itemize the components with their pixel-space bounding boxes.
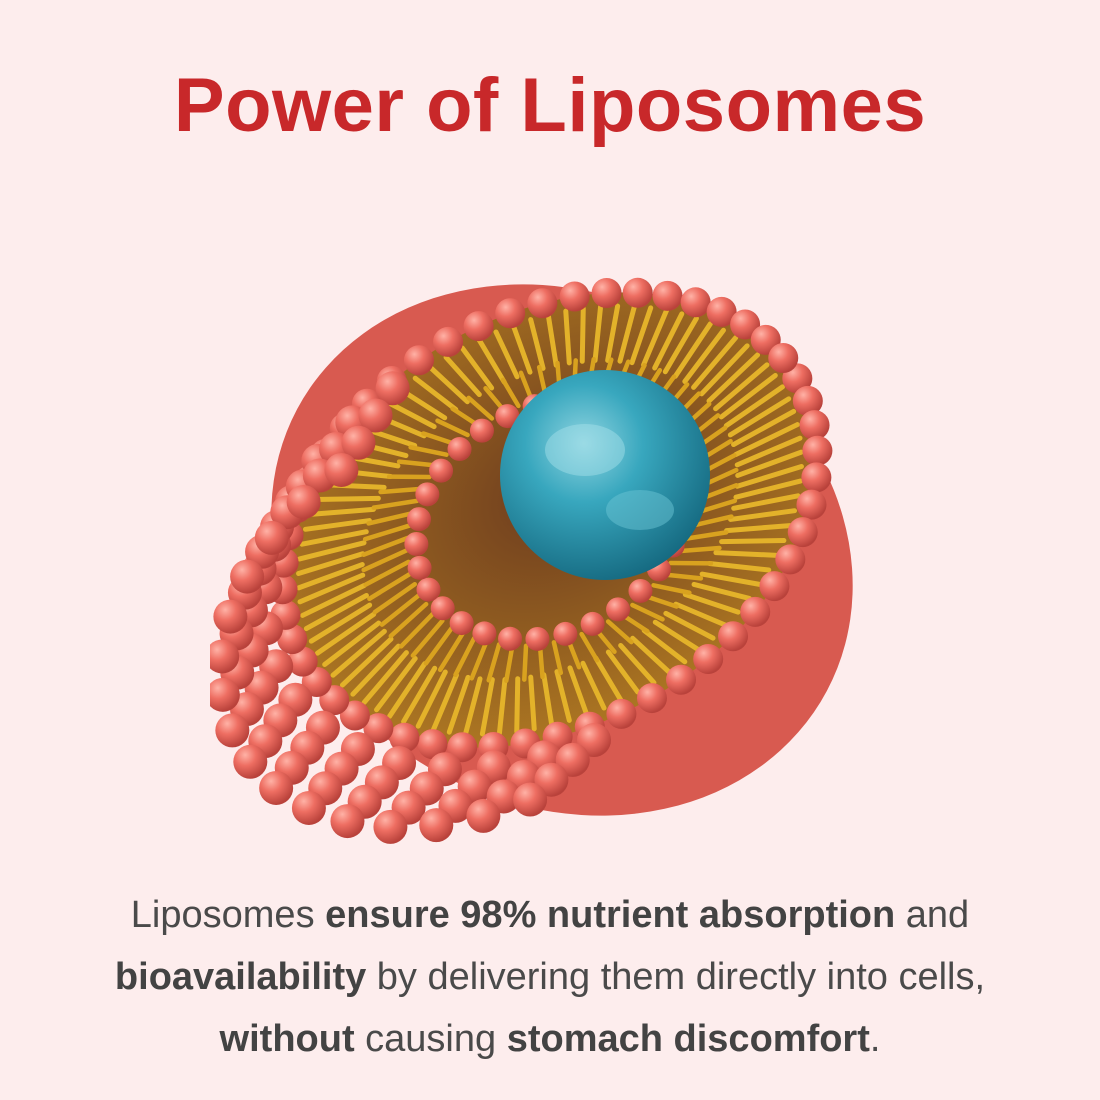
liposome-cross-section-icon [210, 277, 853, 844]
caption-text-3: by delivering them directly into cells, [366, 956, 986, 998]
caption-highlight-stomach: stomach discomfort [506, 1018, 870, 1060]
description-text: Liposomes ensure 98% nutrient absorption… [30, 884, 1070, 1070]
caption-text-4: causing [354, 1018, 507, 1060]
caption-highlight-absorption: ensure 98% nutrient absorption [325, 894, 896, 936]
caption-text-2: and [895, 894, 970, 936]
caption-highlight-bioavailability: bioavailability [114, 956, 367, 998]
page-title: Power of Liposomes [173, 63, 927, 148]
lipid-heads [210, 277, 833, 844]
nutrient-core [500, 370, 710, 580]
caption-highlight-without: without [219, 1018, 355, 1060]
caption-text-1: Liposomes [130, 894, 326, 936]
caption-text-5: . [869, 1018, 881, 1060]
